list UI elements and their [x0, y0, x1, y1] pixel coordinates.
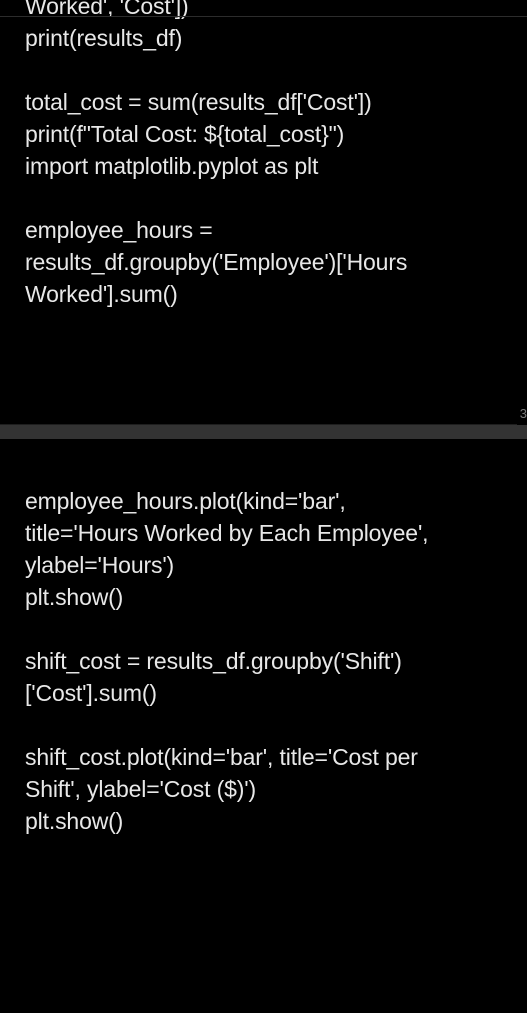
blank-line — [25, 182, 513, 214]
code-block: Worked', 'Cost']) print(results_df) tota… — [25, 0, 513, 310]
blank-line — [25, 54, 513, 86]
code-line: Shift', ylabel='Cost ($)') — [25, 776, 257, 802]
blank-line — [25, 613, 513, 645]
code-line: Worked', 'Cost']) — [25, 0, 189, 19]
code-line: print(results_df) — [25, 25, 183, 51]
code-line: ['Cost'].sum() — [25, 680, 157, 706]
top-divider — [0, 16, 527, 17]
page-3[interactable]: Worked', 'Cost']) print(results_df) tota… — [0, 0, 517, 425]
page-4[interactable]: employee_hours.plot(kind='bar', title='H… — [0, 439, 517, 1013]
code-line: shift_cost = results_df.groupby('Shift') — [25, 648, 402, 674]
code-block: employee_hours.plot(kind='bar', title='H… — [25, 485, 513, 837]
code-line: shift_cost.plot(kind='bar', title='Cost … — [25, 744, 418, 770]
code-line: Worked'].sum() — [25, 281, 178, 307]
code-line: employee_hours.plot(kind='bar', — [25, 488, 346, 514]
code-line: ylabel='Hours') — [25, 552, 175, 578]
code-line: title='Hours Worked by Each Employee', — [25, 520, 429, 546]
page-number: 3 — [519, 406, 527, 421]
code-line: plt.show() — [25, 584, 124, 610]
code-line: employee_hours = — [25, 217, 213, 243]
code-line: total_cost = sum(results_df['Cost']) — [25, 89, 372, 115]
page-separator — [0, 425, 527, 439]
blank-line — [25, 709, 513, 741]
code-line: import matplotlib.pyplot as plt — [25, 153, 319, 179]
code-line: plt.show() — [25, 808, 124, 834]
code-line: results_df.groupby('Employee')['Hours — [25, 249, 408, 275]
code-line: print(f"Total Cost: ${total_cost}") — [25, 121, 345, 147]
